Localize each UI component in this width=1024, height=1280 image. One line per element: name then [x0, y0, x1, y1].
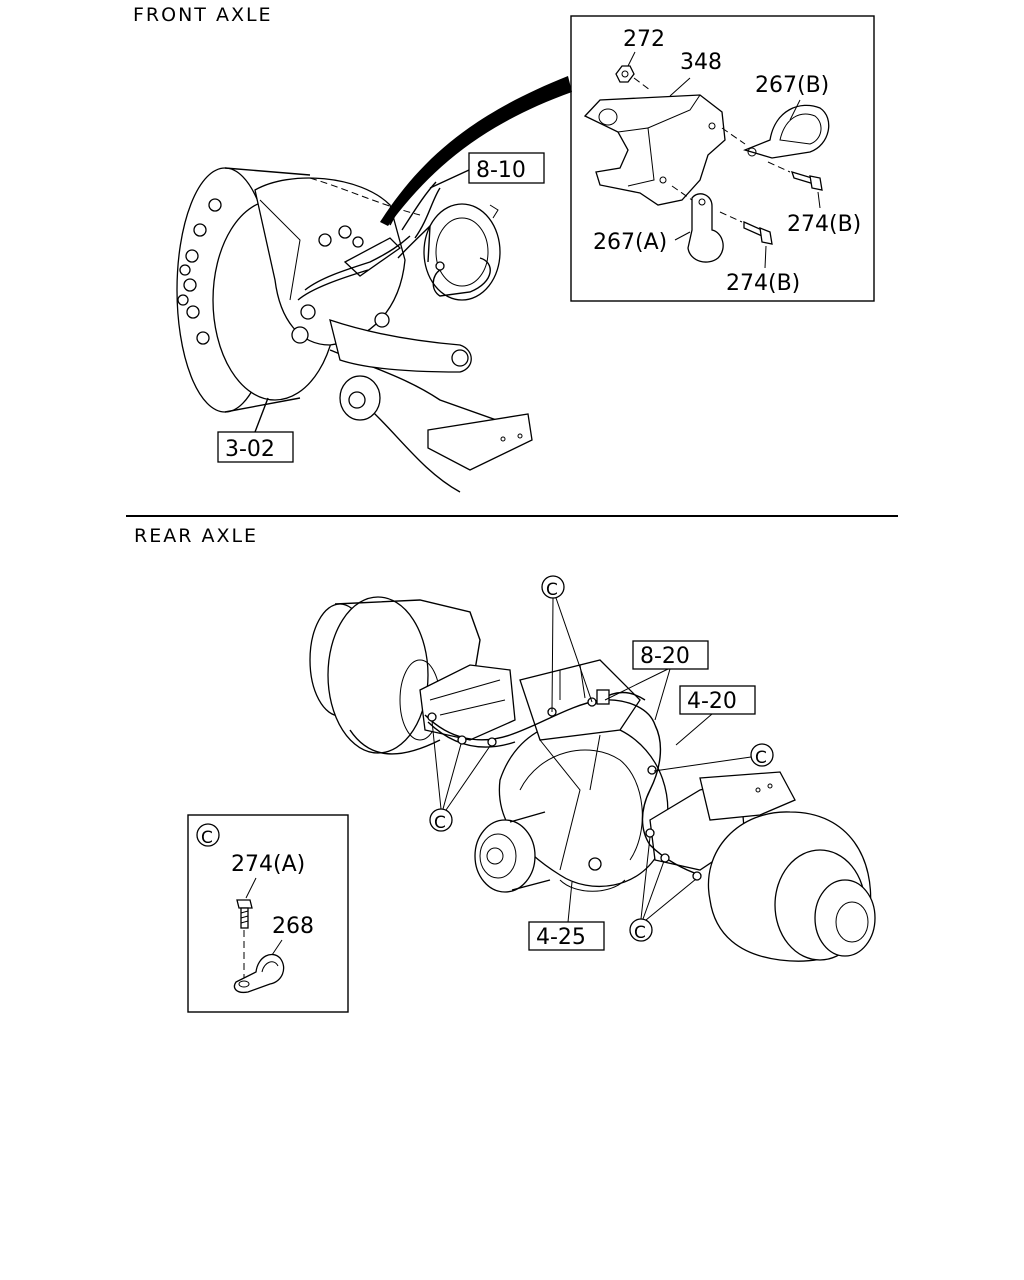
front-axle-heading: FRONT AXLE [133, 4, 273, 26]
nut-272 [615, 65, 635, 83]
label-272: 272 [623, 27, 665, 52]
callout-c-right: C [653, 743, 774, 772]
detail-pointer [380, 76, 572, 226]
ref-8-10-label: 8-10 [476, 158, 526, 183]
callout-c-top: C [541, 575, 593, 713]
ref-4-25: 4-25 [528, 881, 605, 951]
callout-c-top-label: C [546, 580, 558, 600]
clip-268 [233, 953, 285, 994]
label-274b-upper: 274(B) [787, 212, 861, 237]
rear-detail-box: C 274(A) 268 [187, 814, 349, 1013]
ref-3-02-label: 3-02 [225, 437, 275, 462]
ref-8-10: 8-10 [429, 152, 545, 189]
ref-8-20-label: 8-20 [640, 644, 690, 669]
bolt-274a [236, 899, 253, 978]
callout-c-right-label: C [755, 748, 767, 768]
clip-267b [721, 104, 830, 159]
callout-c-bottom-label: C [634, 923, 646, 943]
clip-267a [671, 185, 724, 263]
ref-8-20: 8-20 [604, 640, 709, 721]
callout-c-left: C [429, 720, 491, 833]
callout-c-left-label: C [434, 813, 446, 833]
front-detail-box: 272 348 267(B) 274(B) 267(A) 274(B) [570, 15, 875, 302]
detail-c-marker: C [201, 828, 213, 848]
rear-axle-drawing [309, 596, 876, 962]
ref-3-02: 3-02 [217, 397, 294, 463]
rear-axle-heading: REAR AXLE [134, 525, 258, 547]
front-axle-drawing [176, 167, 533, 493]
label-348: 348 [680, 50, 722, 75]
label-267a: 267(A) [593, 230, 667, 255]
bolt-274b-upper [767, 161, 823, 191]
ref-4-25-label: 4-25 [536, 925, 586, 950]
ref-4-20: 4-20 [675, 685, 756, 746]
label-268: 268 [272, 914, 314, 939]
label-274b-lower: 274(B) [726, 271, 800, 296]
callout-c-bottom: C [629, 836, 697, 943]
hub-bolts [177, 198, 222, 345]
ref-4-20-label: 4-20 [687, 689, 737, 714]
bracket-348 [583, 94, 726, 206]
label-274a: 274(A) [231, 852, 305, 877]
label-267b: 267(B) [755, 73, 829, 98]
bolt-274b-lower [719, 211, 773, 245]
